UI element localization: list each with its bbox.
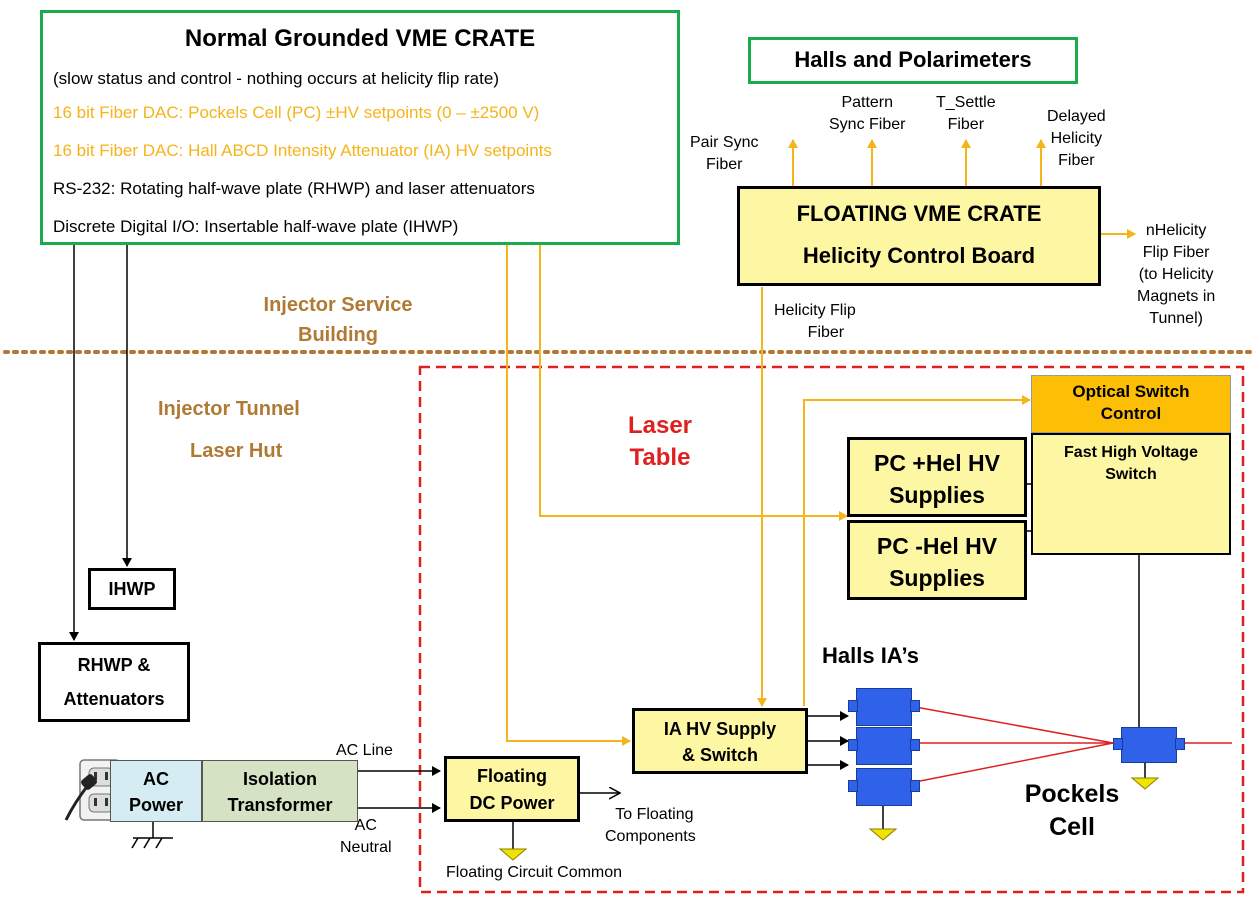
- intensity-attenuator-2: [856, 727, 912, 765]
- vme-line-slow-status: (slow status and control - nothing occur…: [53, 69, 499, 88]
- vme-line-pc-dac: 16 bit Fiber DAC: Pockels Cell (PC) ±HV …: [53, 103, 540, 122]
- floating-vme-crate: FLOATING VME CRATE Helicity Control Boar…: [737, 186, 1101, 286]
- grounded-vme-crate: Normal Grounded VME CRATE (slow status a…: [40, 10, 680, 245]
- floating-vme-title: FLOATING VME CRATE: [796, 201, 1042, 226]
- floating-circuit-common-label: Floating Circuit Common: [446, 864, 623, 881]
- vme-line-digital-io: Discrete Digital I/O: Insertable half-wa…: [53, 217, 459, 236]
- intensity-attenuator-3: [856, 768, 912, 806]
- ia-2-tab-right: [910, 739, 920, 751]
- injector-tunnel-label: Injector Tunnel: [158, 398, 300, 420]
- ia-1-tab-right: [910, 700, 920, 712]
- halls-ias-label: Halls IA’s: [822, 643, 920, 668]
- ac-line-label: AC Line: [336, 742, 393, 759]
- rhwp-attenuators-box: RHWP &Attenuators: [38, 642, 190, 722]
- ia-3-tab-right: [910, 780, 920, 792]
- pockels-cell-block: [1121, 727, 1177, 763]
- vme-crate-title: Normal Grounded VME CRATE: [184, 25, 536, 52]
- ia-hv-supply-switch-box: IA HV Supply& Switch: [632, 708, 808, 774]
- pockels-tab-left: [1113, 738, 1123, 750]
- helicity-control-board-label: Helicity Control Board: [802, 243, 1036, 268]
- ia-1-tab-left: [848, 700, 858, 712]
- ia-2-tab-left: [848, 739, 858, 751]
- laser-hut-label: Laser Hut: [190, 440, 283, 462]
- ihwp-box: IHWP: [88, 568, 176, 610]
- vme-line-rs232: RS-232: Rotating half-wave plate (RHWP) …: [53, 179, 535, 198]
- ia-3-tab-left: [848, 780, 858, 792]
- halls-polarimeters-box: Halls and Polarimeters: [748, 37, 1078, 84]
- vme-line-ia-dac: 16 bit Fiber DAC: Hall ABCD Intensity At…: [53, 141, 552, 160]
- pockels-tab-right: [1175, 738, 1185, 750]
- laser-table-outline: [418, 365, 1245, 894]
- intensity-attenuator-1: [856, 688, 912, 726]
